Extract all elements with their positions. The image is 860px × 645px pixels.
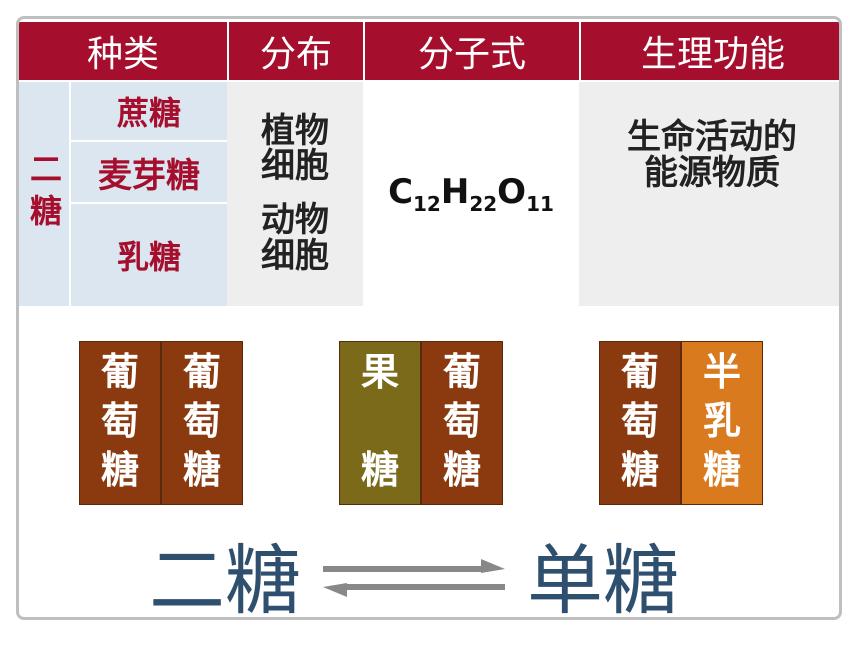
function-line1: 生命活动的 [627,117,797,157]
header-cell-distribution: 分布 [227,22,363,80]
distribution-cell: 植物 细胞 动物 细胞 [227,82,363,306]
distribution-plant-line1: 植物 [261,110,329,151]
formula-cell: C12H22O11 [363,82,579,306]
tile-char: 乳 [702,399,741,443]
tile-char: 葡 [442,350,481,394]
reversible-arrow-icon [323,559,505,597]
distribution-animal-line2: 细胞 [261,235,329,276]
tile-char: 萄 [620,399,659,443]
equation-left: 二糖 [149,536,301,620]
function-text: 生命活动的 能源物质 [627,117,797,193]
header-distribution-label: 分布 [259,34,332,75]
distribution-plant-line2: 细胞 [261,146,329,187]
tile-char: 糖 [360,448,399,492]
tile-char: 半 [702,350,741,394]
tile-glucose-1b: 葡萄糖 [161,341,243,505]
tile-char: 糖 [100,448,139,492]
slide-frame: 种类 分布 分子式 生理功能 二糖 蔗糖 麦芽糖 乳糖 植物 细胞 动物 细胞 … [16,16,842,620]
tile-char: 糖 [182,448,221,492]
tile-char: 萄 [182,399,221,443]
header-cell-function: 生理功能 [579,22,839,80]
tile-glucose-2: 葡萄糖 [421,341,503,505]
tile-galactose: 半乳糖 [681,341,763,505]
function-cell: 生命活动的 能源物质 [579,82,839,306]
sugar-cell-sucrose: 蔗糖 [71,82,227,142]
tile-char: 萄 [442,399,481,443]
tile-char: 萄 [100,399,139,443]
tile-char: 果 [360,350,399,394]
sugar-label-sucrose: 蔗糖 [116,94,181,132]
header-cell-formula: 分子式 [363,22,579,80]
tile-glucose-1a: 葡萄糖 [79,341,161,505]
tile-char: 葡 [182,350,221,394]
category-label: 二糖 [25,152,63,236]
distribution-animal: 动物 细胞 [261,200,329,276]
tile-char [340,397,420,446]
header-type-label: 种类 [86,34,159,75]
equation-right: 单糖 [527,536,679,620]
distribution-animal-line1: 动物 [261,200,329,240]
molecular-formula: C12H22O11 [388,172,554,216]
sugar-label-maltose: 麦芽糖 [98,155,200,196]
function-line2: 能源物质 [644,152,780,193]
distribution-plant: 植物 细胞 [261,110,329,187]
sugar-cell-lactose: 乳糖 [71,204,227,306]
tile-char: 糖 [442,448,481,492]
tile-char: 葡 [100,350,139,394]
tile-char: 糖 [620,448,659,492]
sugar-cell-maltose: 麦芽糖 [71,142,227,204]
header-function-label: 生理功能 [640,34,785,75]
tile-fructose: 果 糖 [339,341,421,505]
category-cell: 二糖 [19,82,71,306]
header-cell-type: 种类 [19,22,227,80]
tile-char: 葡 [620,350,659,394]
tile-glucose-3: 葡萄糖 [599,341,681,505]
header-formula-label: 分子式 [417,34,526,75]
sugar-label-lactose: 乳糖 [116,238,181,276]
tile-char: 糖 [702,448,741,492]
